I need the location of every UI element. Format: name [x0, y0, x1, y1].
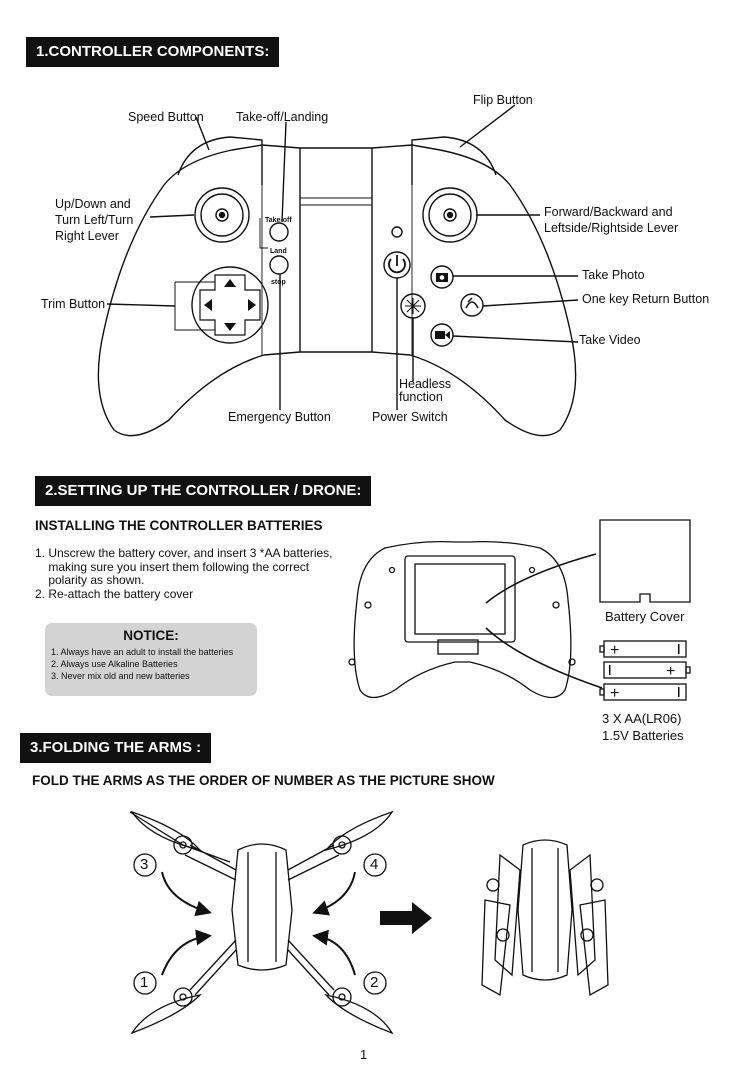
fold-step-1: 1: [140, 974, 149, 991]
label-headless-line1: Headless: [399, 377, 452, 391]
button-text-stop: stop: [271, 279, 286, 286]
folding-instruction: FOLD THE ARMS AS THE ORDER OF NUMBER AS …: [32, 773, 495, 788]
notice-title: NOTICE:: [123, 628, 179, 643]
controller-diagram: [97, 104, 579, 437]
fold-step-4: 4: [370, 856, 379, 873]
label-trim-button: Trim Button: [41, 297, 106, 311]
section-header-folding: 3.FOLDING THE ARMS :: [20, 733, 212, 763]
label-forward-line1: Forward/Backward and: [544, 205, 673, 219]
label-takeoff-landing: Take-off/Landing: [236, 110, 329, 124]
notice-list: 1. Always have an adult to install the b…: [45, 646, 257, 682]
svg-text:+: +: [610, 642, 619, 659]
battery-steps: 1. Unscrew the battery cover, and insert…: [35, 546, 333, 601]
svg-text:+: +: [610, 685, 619, 702]
battery-step-line: making sure you insert them following th…: [35, 559, 310, 574]
section-header-controller: 1.CONTROLLER COMPONENTS:: [26, 37, 280, 67]
notice-item: 1. Always have an adult to install the b…: [51, 647, 234, 657]
label-updown-line2: Turn Left/Turn: [55, 213, 134, 227]
label-emergency-button: Emergency Button: [228, 410, 331, 424]
notice-box: NOTICE: 1. Always have an adult to insta…: [45, 623, 257, 696]
label-batteries-line2: 1.5V Batteries: [602, 728, 684, 743]
notice-item: 3. Never mix old and new batteries: [51, 671, 190, 681]
page-number: 1: [360, 1047, 368, 1062]
label-forward-line2: Leftside/Rightside Lever: [544, 221, 679, 235]
battery-step-line: 1. Unscrew the battery cover, and insert…: [35, 546, 333, 560]
battery-step-line: polarity as shown.: [35, 573, 145, 587]
section-header-setup: 2.SETTING UP THE CONTROLLER / DRONE:: [35, 476, 372, 506]
battery-heading: INSTALLING THE CONTROLLER BATTERIES: [35, 518, 323, 533]
label-battery-cover: Battery Cover: [605, 609, 685, 624]
label-return-button: One key Return Button: [582, 292, 710, 306]
fold-step-3: 3: [140, 856, 149, 873]
svg-text:+: +: [666, 663, 675, 680]
battery-step-line: 2. Re-attach the battery cover: [35, 586, 194, 601]
label-power-switch: Power Switch: [372, 410, 448, 424]
label-updown-line1: Up/Down and: [55, 197, 131, 211]
fold-step-2: 2: [370, 974, 379, 991]
label-speed-button: Speed Button: [128, 110, 204, 124]
notice-item: 2. Always use Alkaline Batteries: [51, 659, 178, 669]
label-take-photo: Take Photo: [582, 268, 645, 282]
label-updown-line3: Right Lever: [55, 229, 119, 243]
button-text-land: Land: [270, 248, 287, 255]
label-headless-line2: function: [399, 390, 443, 404]
label-flip-button: Flip Button: [473, 93, 533, 107]
label-take-video: Take Video: [579, 333, 641, 347]
button-text-takeoff: Take-off: [265, 217, 292, 224]
label-batteries-line1: 3 X AA(LR06): [602, 711, 682, 726]
